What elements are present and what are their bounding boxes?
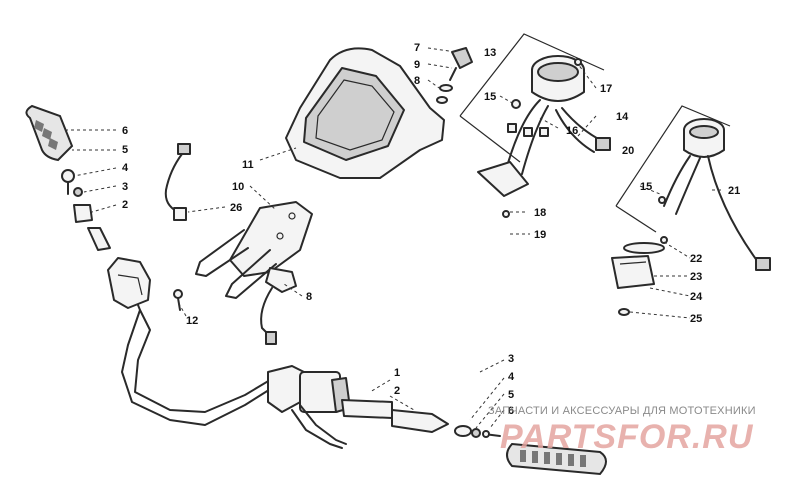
watermark-logo: PARTSFOR.RU: [500, 418, 754, 456]
left-switch-housing: [107, 257, 151, 309]
indicator-bulb: [436, 47, 473, 104]
gauge-assembly-box-2: [615, 105, 731, 233]
tachometer: [683, 118, 725, 158]
callout-5-left: 5: [122, 144, 128, 156]
callout-23: 23: [690, 271, 702, 283]
callout-10: 10: [232, 181, 244, 193]
callout-6-left: 6: [122, 125, 128, 137]
leader-lines: [64, 47, 724, 429]
callout-2-right: 2: [394, 385, 400, 397]
callout-26: 26: [230, 202, 242, 214]
mount-screw: [618, 308, 630, 316]
tachometer-wiring: [658, 155, 771, 271]
callout-3-left: 3: [122, 181, 128, 193]
mounting-bracket: [195, 201, 313, 299]
callout-4-right: 4: [508, 371, 515, 383]
right-grip: [506, 442, 607, 476]
left-grip-hardware: [61, 169, 111, 251]
callout-9: 9: [414, 59, 420, 71]
gauge-mount-cup: [611, 255, 655, 289]
right-control-assembly: [267, 365, 351, 449]
callout-labels: 6 5 4 3 2 26 10 11 12 8 7 9 8 13 17 15 1…: [122, 42, 740, 417]
right-grip-hardware: [454, 425, 501, 438]
watermark-caption: ЗАПЧАСТИ И АКСЕССУАРЫ ДЛЯ МОТОТЕХНИКИ: [488, 405, 756, 417]
speedometer: [531, 55, 585, 102]
handlebar: [121, 279, 273, 426]
callout-7: 7: [414, 42, 420, 54]
callout-1: 1: [394, 367, 400, 379]
callout-3-right: 3: [508, 353, 514, 365]
callout-15-lower: 15: [640, 181, 652, 193]
callout-6-right: 6: [508, 405, 514, 417]
throttle-tube: [341, 399, 449, 433]
callout-21: 21: [728, 185, 740, 197]
callout-15-upper: 15: [484, 91, 496, 103]
callout-22: 22: [690, 253, 702, 265]
wire-harness: [164, 143, 191, 221]
callout-12: 12: [186, 315, 198, 327]
callout-25: 25: [690, 313, 702, 325]
callout-18: 18: [534, 207, 546, 219]
gauge-mount-ring: [623, 236, 668, 254]
gauge-bracket: [477, 161, 529, 218]
callout-19: 19: [534, 229, 546, 241]
gauge-wiring: [505, 99, 611, 175]
callout-8-lower: 8: [306, 291, 312, 303]
callout-16: 16: [566, 125, 578, 137]
callout-8-upper: 8: [414, 75, 420, 87]
callout-5-right: 5: [508, 389, 514, 401]
callout-17: 17: [600, 83, 612, 95]
callout-2-left: 2: [122, 199, 128, 211]
callout-13: 13: [484, 47, 496, 59]
callout-20: 20: [622, 145, 634, 157]
callout-14: 14: [616, 111, 629, 123]
left-grip: [25, 104, 74, 162]
callout-4-left: 4: [122, 162, 129, 174]
lamp-socket: [260, 267, 297, 345]
handlebar-pod: [285, 47, 445, 179]
callout-11: 11: [242, 159, 254, 171]
screw: [173, 289, 183, 311]
callout-24: 24: [690, 291, 703, 303]
